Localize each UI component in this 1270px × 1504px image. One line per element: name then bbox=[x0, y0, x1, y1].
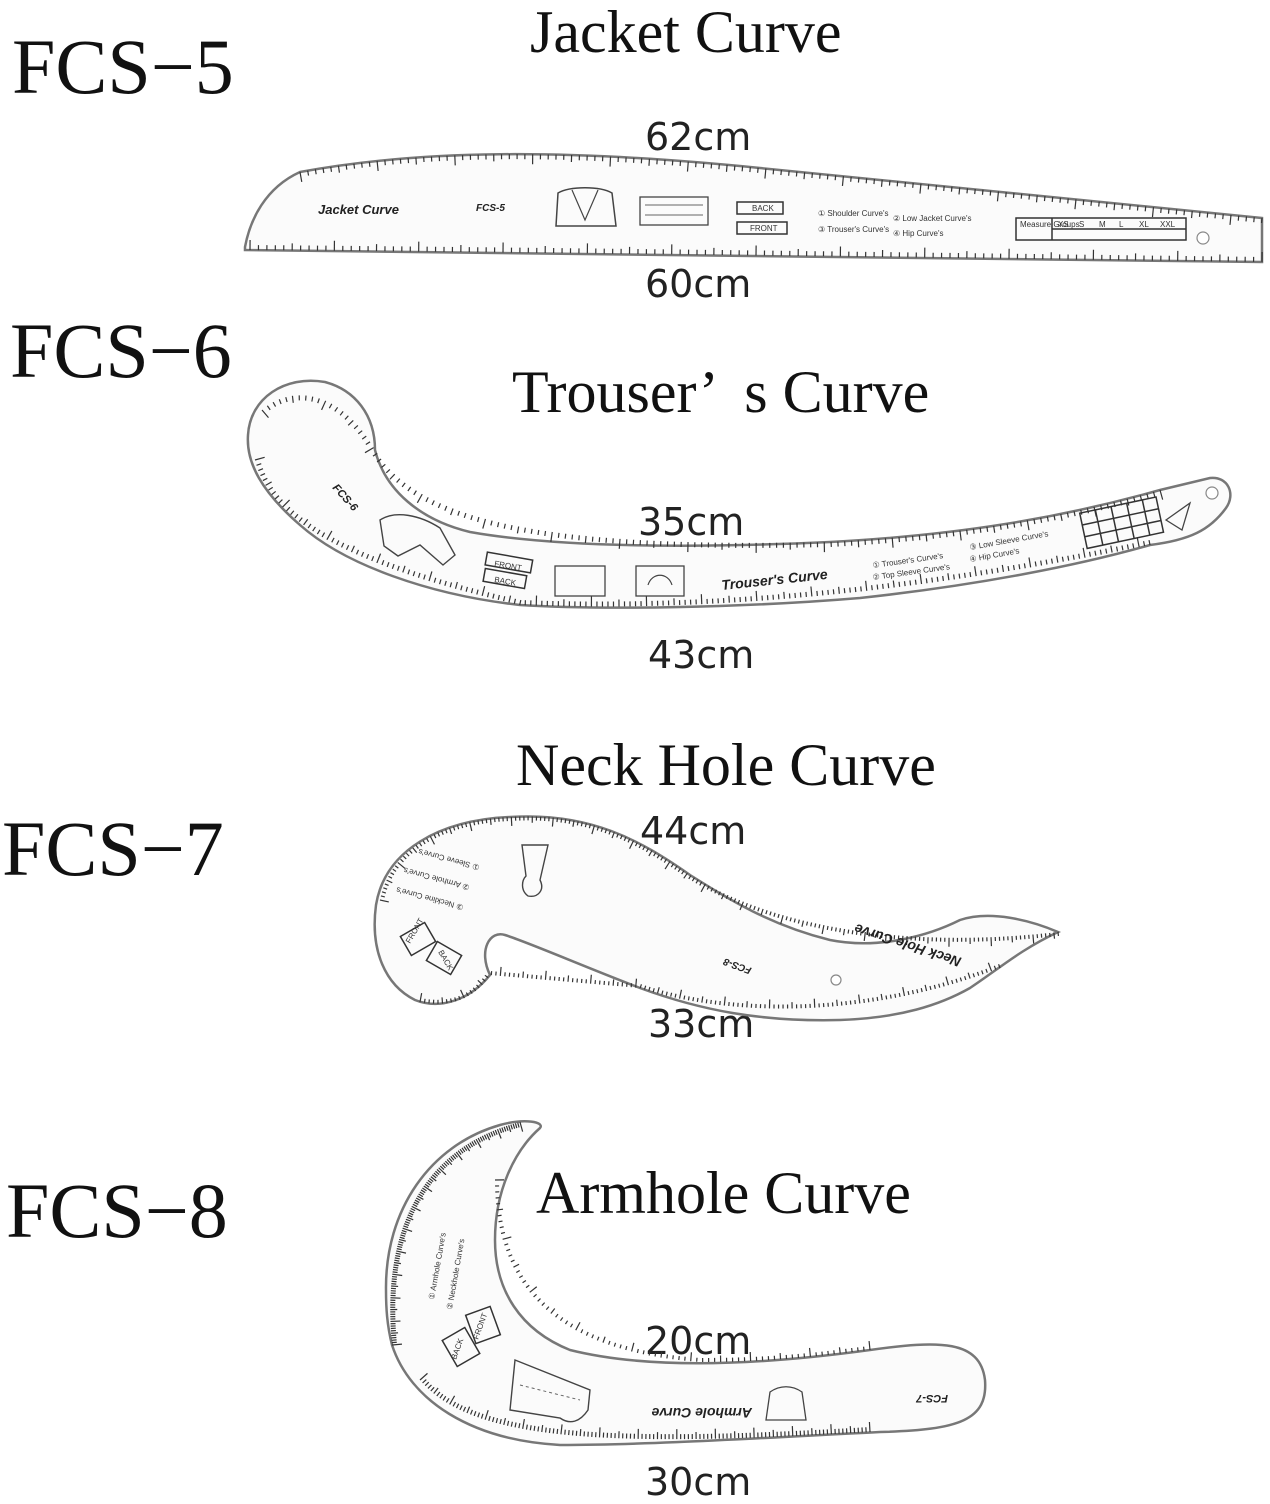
scale-tick bbox=[500, 1227, 504, 1228]
scale-tick bbox=[506, 1249, 510, 1250]
scale-tick bbox=[810, 1348, 811, 1357]
scale-tick bbox=[655, 1353, 656, 1357]
scale-tick bbox=[637, 1349, 638, 1353]
scale-tick bbox=[526, 1425, 527, 1430]
scale-tick bbox=[580, 1429, 581, 1436]
scale-tick bbox=[393, 1267, 398, 1268]
scale-tick bbox=[394, 1265, 399, 1266]
scale-tick bbox=[538, 1426, 539, 1431]
scale-tick bbox=[497, 1209, 503, 1210]
scale-tick bbox=[673, 1355, 674, 1359]
scale-tick bbox=[498, 1215, 502, 1216]
scale-tick bbox=[597, 1337, 599, 1341]
scale-tick bbox=[839, 1347, 840, 1353]
scale-tick bbox=[534, 1294, 537, 1297]
scale-tick bbox=[609, 1341, 610, 1345]
scale-tick bbox=[526, 1285, 529, 1287]
scale-tick bbox=[499, 1221, 503, 1222]
scale-tick bbox=[393, 1270, 398, 1271]
scale-tick bbox=[643, 1350, 644, 1354]
scale-tick bbox=[831, 1424, 832, 1434]
scale-tick bbox=[661, 1351, 662, 1357]
scale-tick bbox=[392, 1344, 402, 1345]
scale-tick bbox=[620, 1345, 621, 1349]
scale-tick bbox=[523, 1281, 526, 1283]
scale-tick bbox=[556, 1314, 558, 1317]
scale-tick bbox=[534, 1426, 535, 1431]
scale-tick bbox=[513, 1264, 519, 1267]
scale-tick bbox=[393, 1272, 398, 1273]
scale-tick bbox=[869, 1422, 870, 1432]
scale-tick bbox=[511, 1260, 515, 1262]
scale-tick bbox=[546, 1307, 549, 1310]
scale-tick bbox=[503, 1237, 512, 1239]
scale-tick bbox=[614, 1343, 615, 1347]
scale-tick bbox=[667, 1354, 668, 1358]
scale-tick bbox=[649, 1352, 650, 1356]
scale-tick bbox=[691, 1352, 692, 1361]
scale-tick bbox=[576, 1322, 580, 1330]
scale-tick bbox=[538, 1299, 541, 1302]
scale-tick bbox=[581, 1329, 583, 1333]
scale-tick bbox=[592, 1334, 594, 1338]
scale-tick bbox=[509, 1255, 513, 1257]
scale-tick bbox=[565, 1321, 567, 1324]
scale-tick bbox=[560, 1317, 562, 1320]
scale-tick bbox=[571, 1324, 573, 1327]
scale-tick bbox=[516, 1270, 519, 1272]
scale-tick bbox=[549, 1428, 550, 1433]
scale-tick bbox=[519, 1276, 522, 1278]
scale-tick bbox=[557, 1429, 558, 1434]
scale-tick bbox=[501, 1232, 505, 1233]
scale-tick bbox=[603, 1337, 605, 1343]
scale-tick bbox=[530, 1425, 531, 1430]
scale-tick bbox=[626, 1346, 627, 1350]
scale-tick bbox=[869, 1341, 870, 1350]
scale-tick bbox=[542, 1303, 545, 1306]
scale-tick bbox=[679, 1356, 680, 1360]
scale-tick bbox=[586, 1332, 588, 1336]
ruler-label: Armhole Curve bbox=[651, 1405, 753, 1421]
scale-tick bbox=[551, 1309, 555, 1314]
scale-tick bbox=[553, 1428, 554, 1433]
scale-tick bbox=[530, 1287, 537, 1293]
scale-tick bbox=[504, 1244, 508, 1245]
scale-tick bbox=[599, 1427, 600, 1437]
scale-tick bbox=[546, 1428, 547, 1433]
ruler-code: FCS-7 bbox=[915, 1392, 948, 1404]
scale-tick bbox=[632, 1343, 634, 1352]
